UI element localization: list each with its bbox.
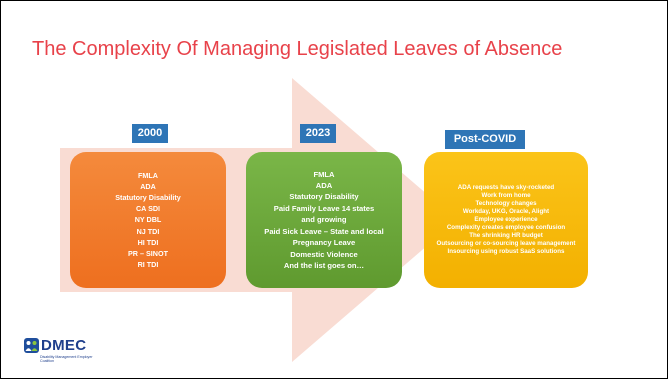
list-item: NJ TDI: [136, 226, 160, 236]
dmec-logo: DMEC: [24, 338, 86, 353]
box-post-covid: ADA requests have sky-rocketed Work from…: [424, 152, 588, 288]
list-item: ADA: [140, 181, 156, 191]
list-item: Domestic Violence: [290, 249, 358, 259]
year-badge-2023: 2023: [300, 124, 336, 143]
list-item: Paid Sick Leave – State and local: [264, 226, 384, 236]
people-icon: [24, 338, 39, 353]
list-item: NY DBL: [134, 215, 162, 225]
list-item: Work from home: [481, 192, 531, 200]
list-item: HI TDI: [137, 237, 159, 247]
list-item: Statutory Disability: [289, 192, 359, 202]
logo-subtitle: Disability Management Employer Coalition: [40, 355, 93, 363]
list-item: Insourcing using robust SaaS solutions: [447, 247, 565, 255]
list-item: Technology changes: [475, 200, 537, 208]
box-2000: FMLA ADA Statutory Disability CA SDI NY …: [70, 152, 226, 288]
list-item: FMLA: [313, 169, 335, 179]
slide-title: The Complexity Of Managing Legislated Le…: [32, 38, 563, 60]
list-item: Workday, UKG, Oracle, Alight: [462, 208, 550, 216]
list-item: And the list goes on…: [283, 260, 365, 270]
list-item: RI TDI: [137, 260, 159, 270]
list-item: FMLA: [138, 170, 158, 180]
list-item: CA SDI: [135, 204, 161, 214]
year-badge-2000: 2000: [132, 124, 168, 143]
year-badge-post-covid: Post-COVID: [445, 130, 525, 149]
list-item: Statutory Disability: [115, 192, 181, 202]
list-item: ADA: [315, 181, 333, 191]
list-item: Outsourcing or co-sourcing leave managem…: [436, 239, 576, 247]
list-item: Complexity creates employee confusion: [446, 223, 566, 231]
list-item: Employee experience: [474, 216, 538, 224]
list-item: Paid Family Leave 14 states and growing: [273, 203, 375, 225]
list-item: PR – SINOT: [128, 249, 168, 258]
box-2023: FMLA ADA Statutory Disability Paid Famil…: [246, 152, 402, 288]
list-item: Pregnancy Leave: [292, 238, 356, 248]
list-item: ADA requests have sky-rocketed: [457, 184, 555, 192]
list-item: The shrinking HR budget: [469, 231, 543, 239]
logo-wordmark: DMEC: [41, 337, 87, 354]
